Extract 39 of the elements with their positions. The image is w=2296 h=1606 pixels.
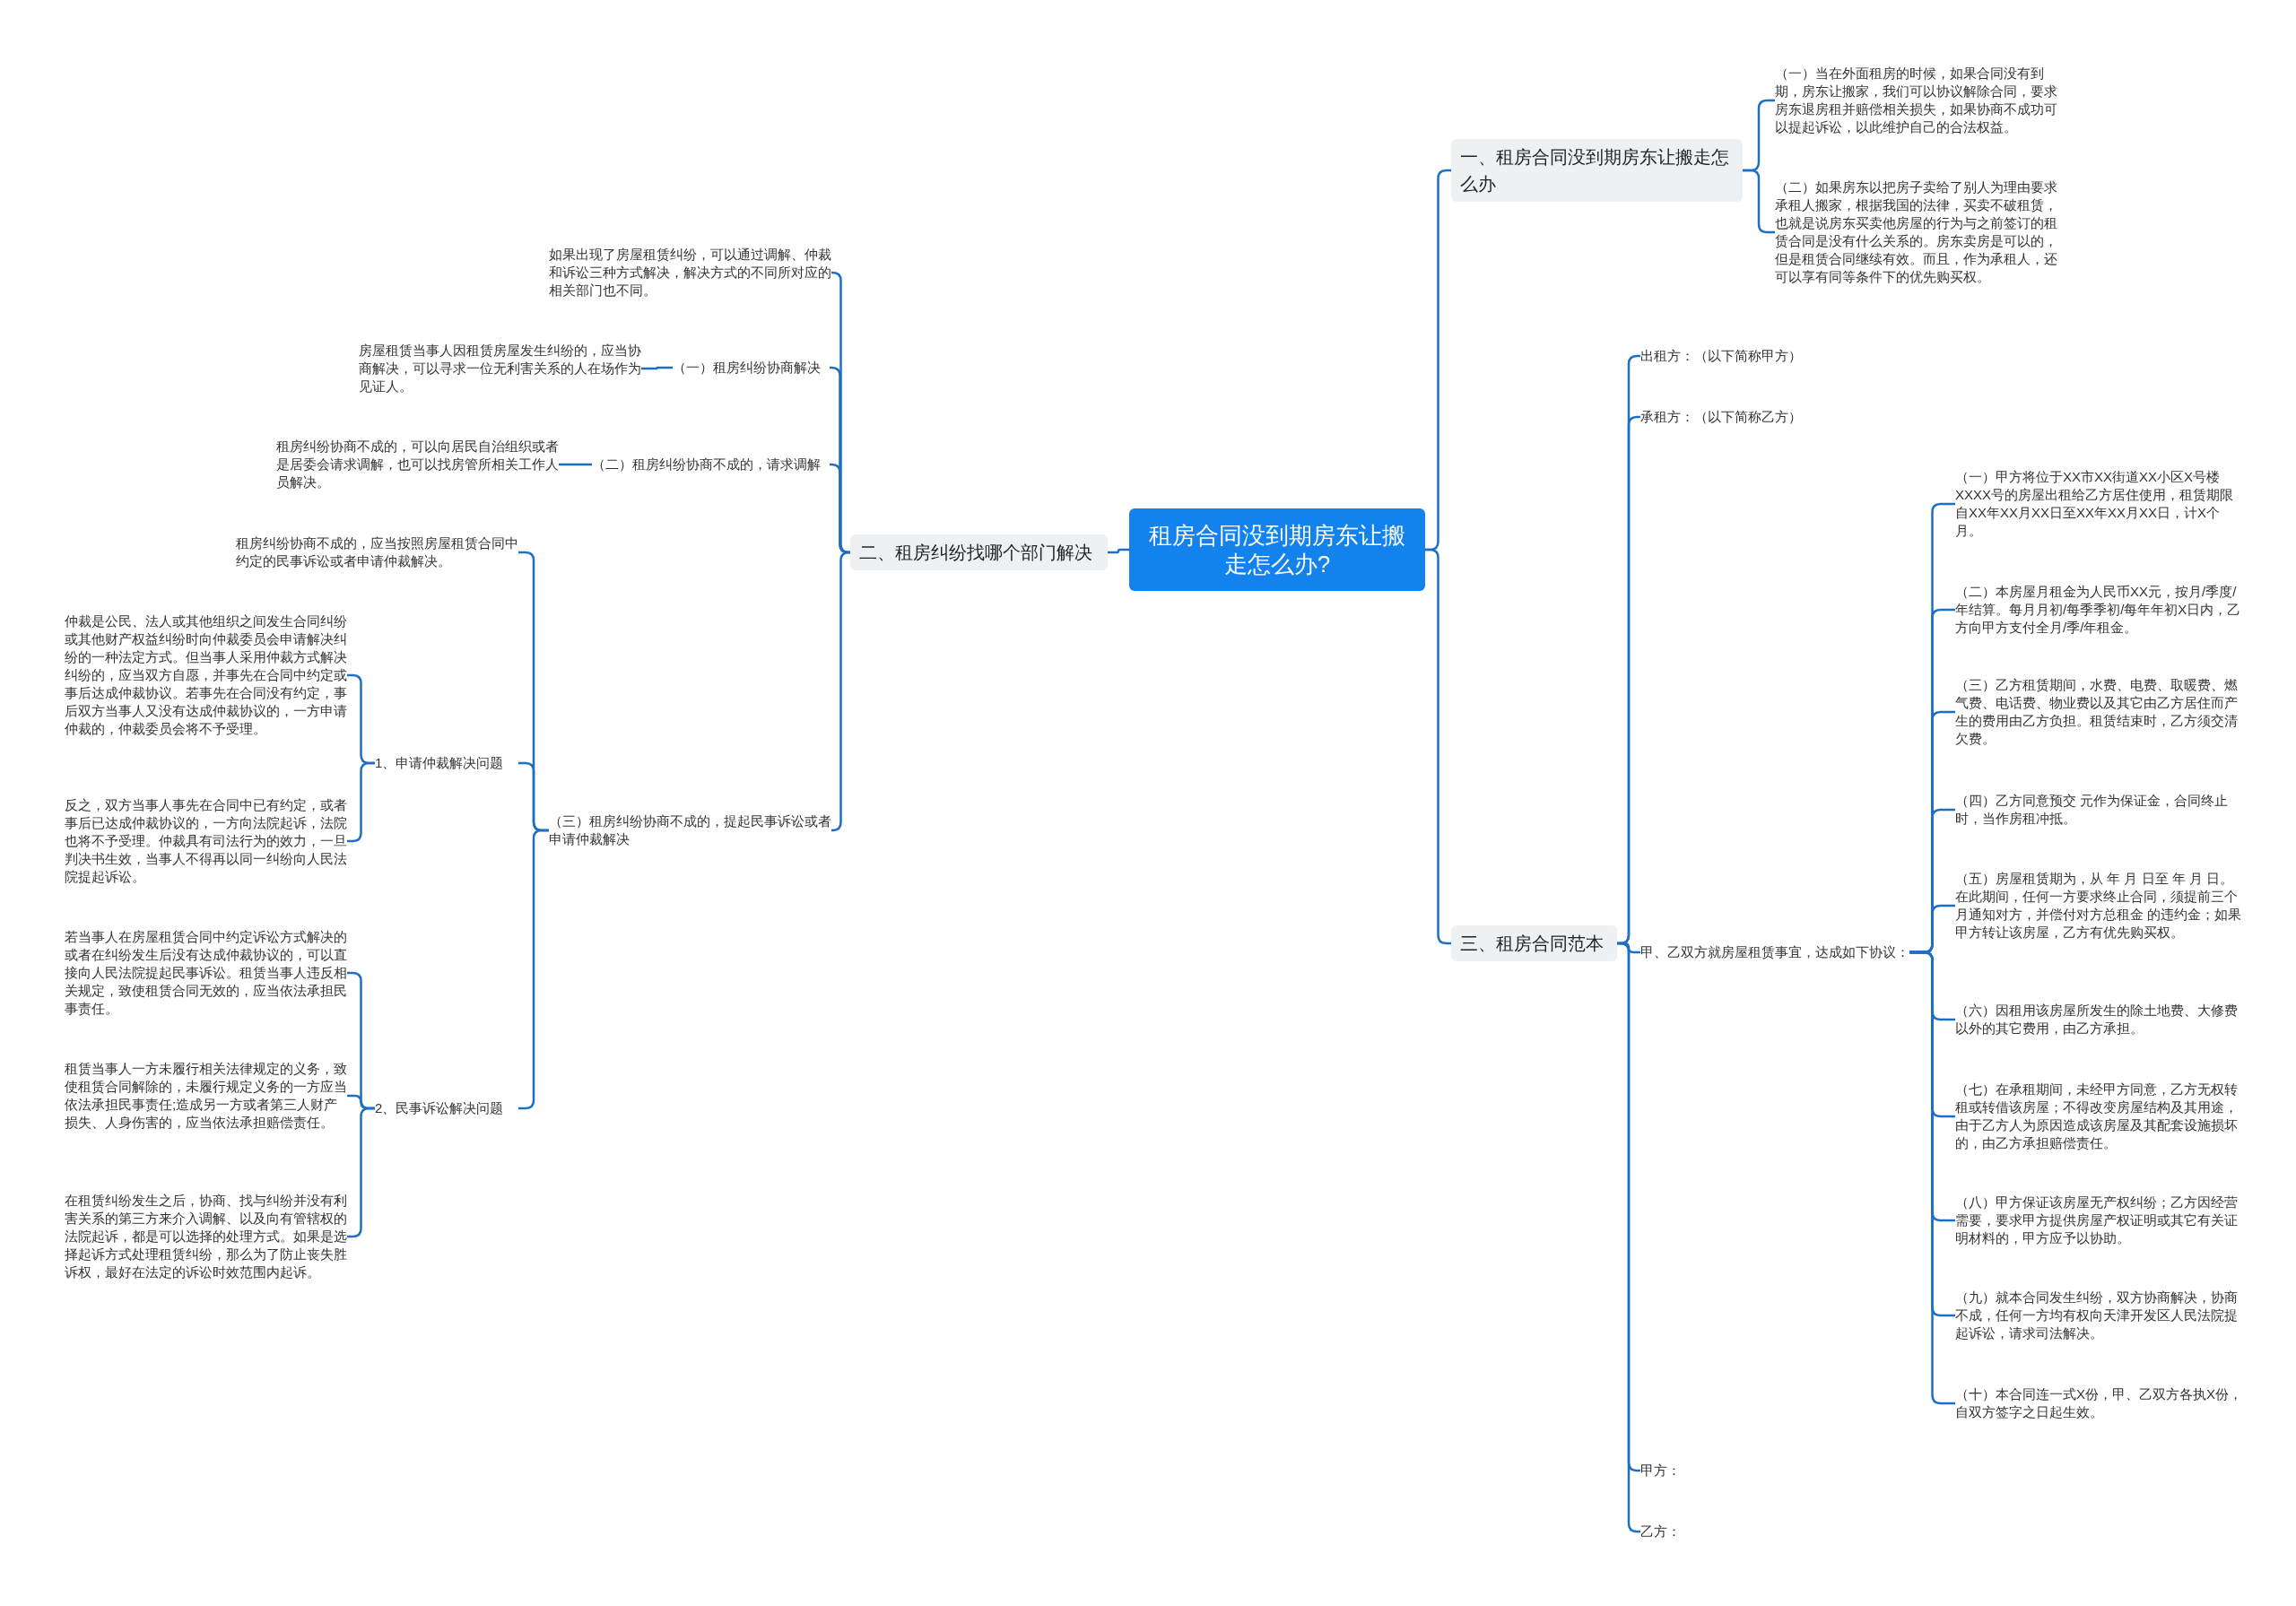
- topic-text: （八）甲方保证该房屋无产权纠纷；乙方因经营需要，要求甲方提供房屋产权证明或其它有关证明材料的，甲方应予以协助。: [1955, 1194, 2242, 1247]
- topic-text: 仲裁是公民、法人或其他组织之间发生合同纠纷或其他财产权益纠纷时向仲裁委员会申请解决纠纷的一种法定方式。但当事人采用仲裁方式解决纠纷的，应当双方自愿，并事先在合同中约定或事后达成仲裁协议。若事先在合同没有约定，事后双方当事人又没有达成仲裁协议的，一方申请仲裁的，仲裁委员会将不予受理。: [65, 612, 347, 738]
- topic-text: 1、申请仲裁解决问题: [375, 754, 518, 772]
- connector-line: [641, 366, 673, 370]
- central-topic: 租房合同没到期房东让搬走怎么办?: [1129, 508, 1425, 591]
- topic-text: （三）乙方租赁期间，水费、电费、取暖费、燃气费、电话费、物业费以及其它由乙方居住而产生的费用由乙方负担。租赁结束时，乙方须交清欠费。: [1955, 676, 2242, 748]
- topic-box: 三、租房合同范本: [1451, 925, 1617, 961]
- topic-text: （三）租房纠纷协商不成的，提起民事诉讼或者申请仲裁解决: [549, 812, 831, 848]
- topic-text: 租赁当事人一方未履行相关法律规定的义务，致使租赁合同解除的，未履行规定义务的一方应当依法承担民事责任;造成另一方或者第三人财产损失、人身伤害的，应当依法承担赔偿责任。: [65, 1060, 347, 1132]
- topic-text: 若当事人在房屋租赁合同中约定诉讼方式解决的或者在纠纷发生后没有达成仲裁协议的，可以直接向人民法院提起民事诉讼。租赁当事人违反相关规定，致使租赁合同无效的，应当依法承担民事责任。: [65, 928, 347, 1018]
- connector-line: [559, 463, 592, 466]
- topic-text: （二）本房屋月租金为人民币XX元，按月/季度/年结算。每月月初/每季季初/每年年初X日内，乙方向甲方支付全月/季/年租金。: [1955, 583, 2242, 637]
- topic-text: 如果出现了房屋租赁纠纷，可以通过调解、仲裁和诉讼三种方式解决，解决方式的不同所对应的相关部门也不同。: [549, 246, 831, 299]
- topic-text: （一）甲方将位于XX市XX街道XX小区X号楼XXXX号的房屋出租给乙方居住使用，租赁期限自XX年XX月XX日至XX年XX月XX日，计X个月。: [1955, 468, 2242, 540]
- topic-text: （一）当在外面租房的时候，如果合同没有到期，房东让搬家，我们可以协议解除合同，要求房东退房租并赔偿相关损失，如果协商不成功可以提起诉讼，以此维护自己的合法权益。: [1775, 65, 2057, 136]
- topic-text: （五）房屋租赁期为，从 年 月 日至 年 月 日。在此期间，任何一方要求终止合同，须提前三个月通知对方，并偿付对方总租金 的违约金；如果甲方转让该房屋，乙方有优先购买权。: [1955, 870, 2242, 942]
- connector-line: [831, 551, 851, 832]
- topic-text: 在租赁纠纷发生之后，协商、找与纠纷并没有利害关系的第三方来介入调解、以及向有管辖权的法院起诉，都是可以选择的处理方式。如果是选择起诉方式处理租赁纠纷，那么为了防止丧失胜诉权，最好在法定的诉讼时效范围内起诉。: [65, 1192, 347, 1281]
- topic-text: 租房纠纷协商不成的，可以向居民自治组织或者是居委会请求调解，也可以找房管所相关工作人员解决。: [276, 438, 559, 491]
- topic-text: 出租方：（以下简称甲方）: [1640, 347, 1802, 365]
- topic-text: 承租方：（以下简称乙方）: [1640, 408, 1802, 426]
- topic-text: 2、民事诉讼解决问题: [375, 1099, 518, 1117]
- connector-line: [1108, 548, 1129, 554]
- topic-text: 乙方：: [1640, 1523, 1681, 1541]
- topic-text: （一）租房纠纷协商解决: [673, 359, 830, 377]
- topic-text: （二）如果房东以把房子卖给了别人为理由要求承租人搬家，根据我国的法律，买卖不破租赁，也就是说房东买卖他房屋的行为与之前签订的租赁合同是没有什么关系的。房东卖房是可以的，但是租赁合同继续有效。而且，作为承租人，还可以享有同等条件下的优先购买权。: [1775, 178, 2057, 286]
- topic-text: （四）乙方同意预交 元作为保证金，合同终止时，当作房租冲抵。: [1955, 792, 2242, 828]
- topic-box: 二、租房纠纷找哪个部门解决: [850, 534, 1108, 570]
- topic-text: 甲方：: [1640, 1462, 1681, 1480]
- topic-text: （六）因租用该房屋所发生的除土地费、大修费以外的其它费用，由乙方承担。: [1955, 1002, 2242, 1037]
- topic-text: （九）就本合同发生纠纷，双方协商解决，协商不成，任何一方均有权向天津开发区人民法院提起诉讼，请求司法解决。: [1955, 1289, 2242, 1342]
- topic-text: 甲、乙双方就房屋租赁事宜，达成如下协议：: [1640, 943, 1909, 961]
- topic-text: 租房纠纷协商不成的，应当按照房屋租赁合同中约定的民事诉讼或者申请仲裁解决。: [236, 534, 518, 570]
- topic-box: 一、租房合同没到期房东让搬走怎么办: [1451, 139, 1743, 202]
- topic-text: （七）在承租期间，未经甲方同意，乙方无权转租或转借该房屋；不得改变房屋结构及其用途，由于乙方人为原因造成该房屋及其配套设施损坏的，由乙方承担赔偿责任。: [1955, 1081, 2242, 1152]
- topic-text: 房屋租赁当事人因租赁房屋发生纠纷的，应当协商解决，可以寻求一位无利害关系的人在场作为见证人。: [359, 342, 641, 395]
- topic-text: （十）本合同连一式X份，甲、乙双方各执X份，自双方签字之日起生效。: [1955, 1385, 2242, 1421]
- topic-text: 反之，双方当事人事先在合同中已有约定，或者事后已达成仲裁协议的，一方向法院起诉，法院也将不予受理。仲裁具有司法行为的效力，一旦判决书生效，当事人不得再以同一纠纷向人民法院提起诉讼。: [65, 796, 347, 886]
- topic-text: （二）租房纠纷协商不成的，请求调解: [592, 456, 830, 473]
